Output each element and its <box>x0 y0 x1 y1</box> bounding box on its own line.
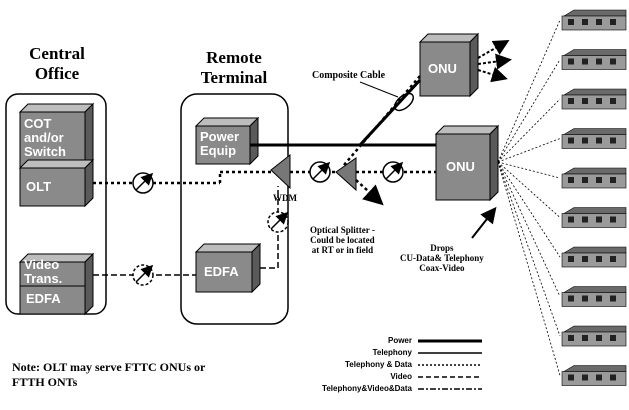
drops-label: Drops CU-Data& Telephony Coax-Video <box>400 243 484 273</box>
house-icon <box>561 286 627 307</box>
house-icon <box>561 167 627 189</box>
onu-top-output-arrows <box>477 40 512 83</box>
onu-main-box <box>434 124 500 202</box>
house-icon <box>561 325 627 347</box>
attenuator-splitter <box>309 161 331 183</box>
video-trans-label: Video Trans. <box>24 258 62 286</box>
houses <box>561 9 627 386</box>
cot-label: COT and/or Switch <box>24 117 66 159</box>
olt-label: OLT <box>26 180 51 194</box>
drop-line <box>497 98 561 163</box>
power-equip-label: Power Equip <box>200 130 239 158</box>
legend-label: Telephony&Video&Data <box>322 384 412 393</box>
wdm-coupler <box>270 153 291 190</box>
house-icon <box>561 49 627 70</box>
attenuator-onu <box>382 161 404 183</box>
onu-top-label-text: ONU <box>428 61 457 76</box>
onu-top-box <box>418 32 480 98</box>
drop-line <box>497 161 561 258</box>
power-equip-label-text: Power Equip <box>200 129 240 158</box>
olt-box <box>18 158 95 208</box>
wdm-label: WDM <box>273 193 297 203</box>
central-office-heading: Central Office <box>12 44 102 84</box>
drop-line <box>497 161 561 179</box>
cot-label-text: COT and/or Switch <box>24 116 66 159</box>
edfa-co-label-text: EDFA <box>26 291 61 306</box>
drop-line <box>497 161 561 297</box>
drop-line <box>497 161 561 376</box>
remote-terminal-heading: Remote Terminal <box>188 48 280 88</box>
splitter-label: Optical Splitter - Could be located at R… <box>310 225 375 255</box>
legend-label: Power <box>387 336 412 345</box>
composite-cable-label: Composite Cable <box>312 70 385 81</box>
house-icon <box>561 365 627 386</box>
composite-cable-marker <box>393 92 415 112</box>
legend-samples <box>418 339 482 390</box>
drop-line <box>497 19 561 163</box>
power-equip-box <box>194 116 260 166</box>
remote-terminal-heading-text: Remote Terminal <box>200 48 268 87</box>
remote-terminal-region <box>180 93 289 325</box>
drops-arrow <box>471 206 497 239</box>
video-trans-label-text: Video Trans. <box>24 257 63 286</box>
optical-splitter <box>335 157 357 192</box>
drops-label-text: Drops CU-Data& Telephony Coax-Video <box>400 243 484 273</box>
attenuator-wdm <box>267 211 289 233</box>
house-icon <box>561 88 627 110</box>
note-text-content: Note: OLT may serve FTTC ONUs or FTTH ON… <box>12 360 206 389</box>
note-text: Note: OLT may serve FTTC ONUs or FTTH ON… <box>12 360 205 390</box>
attenuator-olt <box>132 172 154 194</box>
drop-line <box>497 59 561 163</box>
wdm-label-text: WDM <box>273 193 297 203</box>
onu-main-label-text: ONU <box>446 159 475 174</box>
splitter-branch <box>355 179 384 206</box>
splitter-label-text: Optical Splitter - Could be located at R… <box>310 225 375 255</box>
splitter-onu-top-fiber <box>343 75 421 166</box>
power-onu-top <box>358 78 422 147</box>
drop-line <box>497 161 561 218</box>
house-icon <box>561 128 627 149</box>
legend-label: Video <box>390 372 412 381</box>
house-icon <box>561 9 627 31</box>
central-office-heading-text: Central Office <box>29 44 85 83</box>
drop-line <box>497 161 561 337</box>
video-trans-box <box>18 252 95 316</box>
cot-box <box>18 102 95 170</box>
edfa-rt-label: EDFA <box>204 265 239 279</box>
drop-lines <box>497 19 561 376</box>
house-icon <box>561 246 627 268</box>
drop-line <box>497 138 561 163</box>
composite-cable-label-text: Composite Cable <box>312 70 386 81</box>
legend-label: Telephony & Data <box>345 360 412 369</box>
legend-label: Telephony <box>372 348 412 357</box>
attenuator-video <box>132 264 154 286</box>
olt-label-text: OLT <box>26 179 52 194</box>
onu-top-label: ONU <box>428 62 457 76</box>
house-icon <box>561 207 627 228</box>
edfa-rt-box <box>194 242 262 294</box>
edfa-rt-label-text: EDFA <box>204 264 239 279</box>
edfa-co-label: EDFA <box>26 292 61 306</box>
onu-main-label: ONU <box>446 160 475 174</box>
